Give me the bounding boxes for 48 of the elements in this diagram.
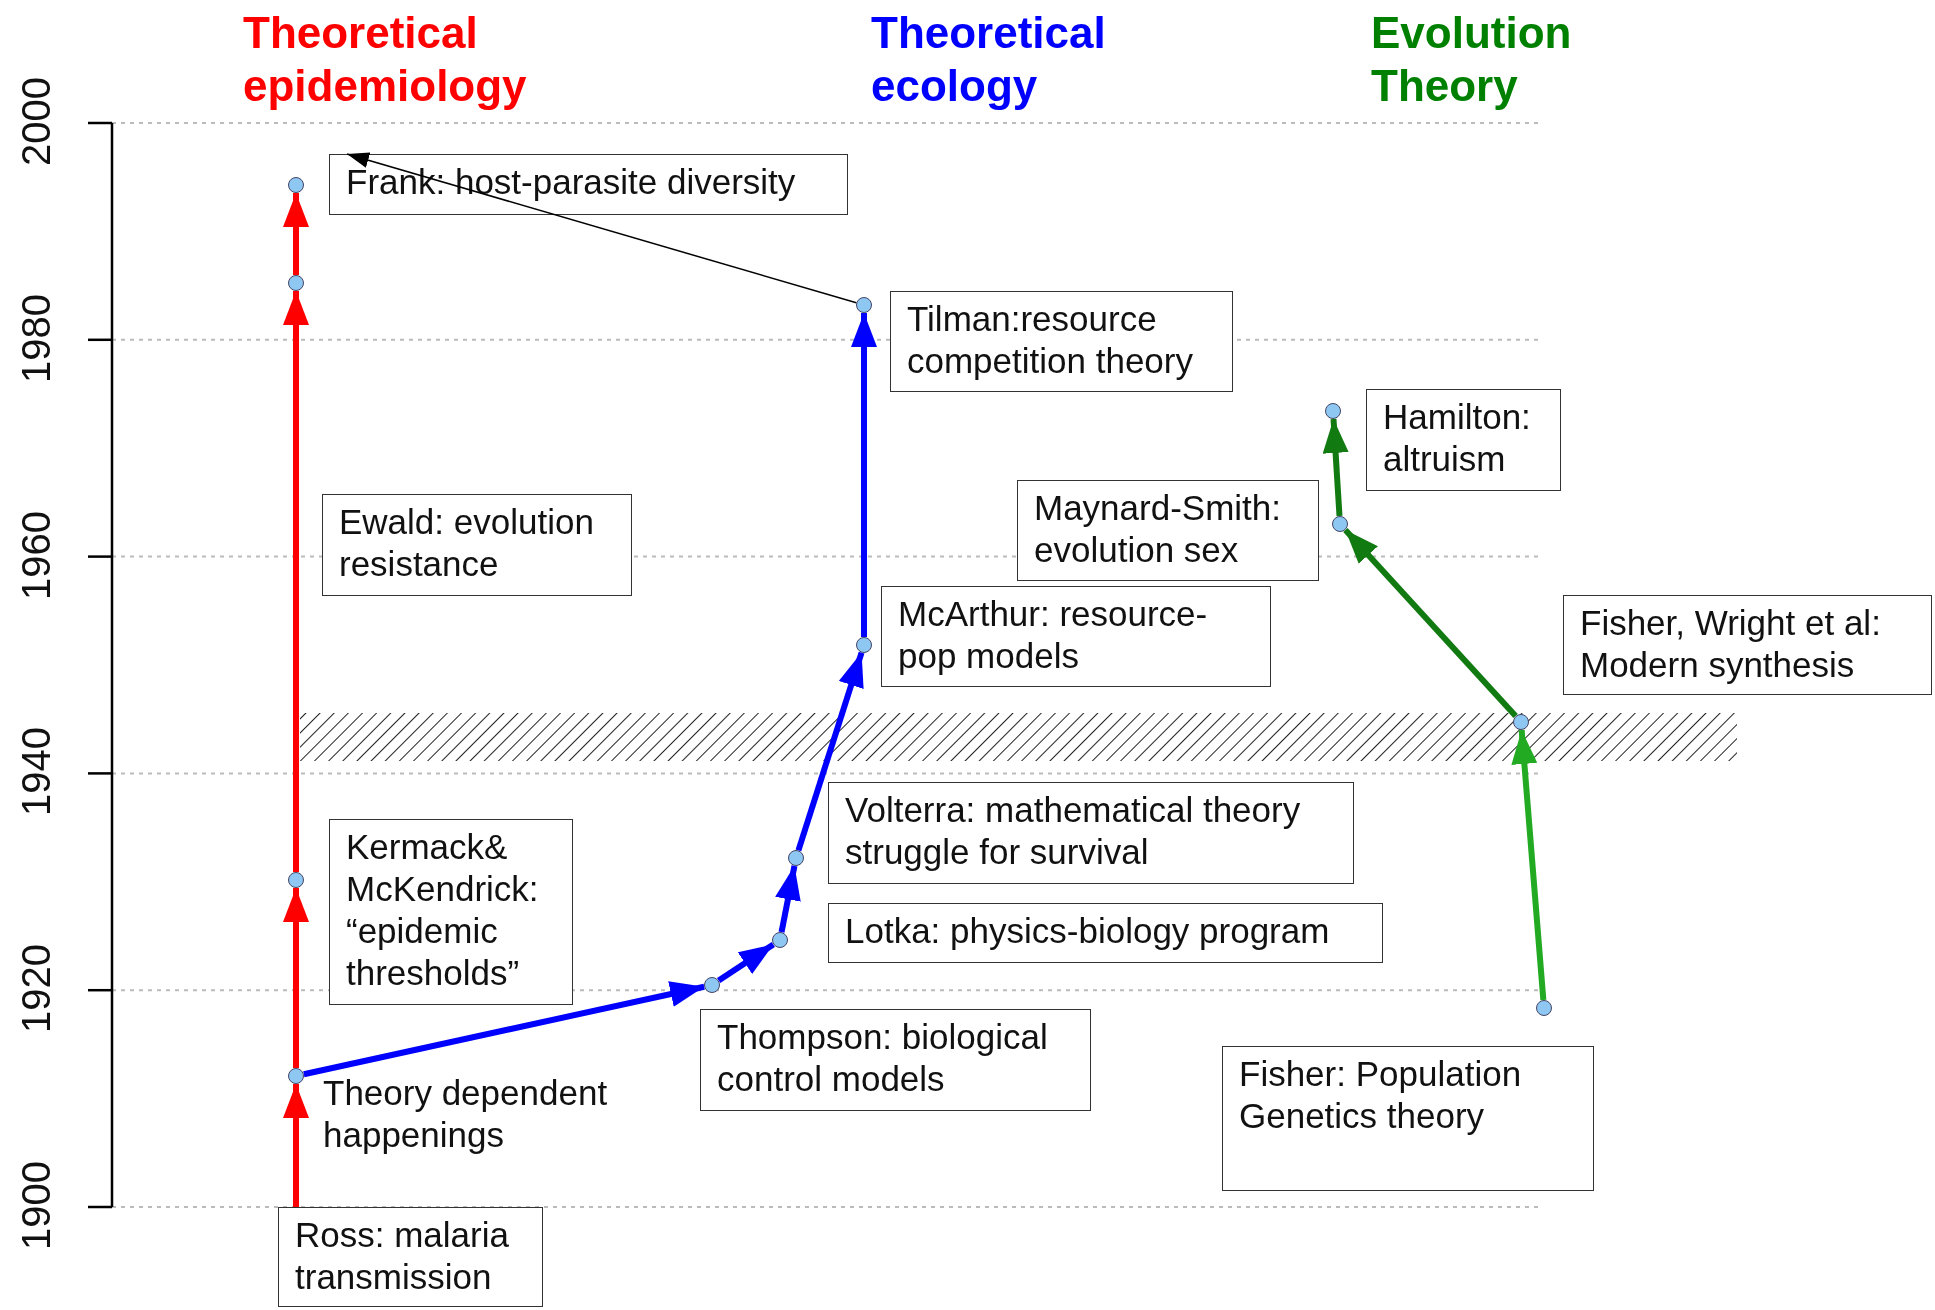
arrow	[717, 941, 775, 984]
event-box: Fisher, Wright et al: Modern synthesis	[1563, 595, 1932, 695]
arrow	[283, 193, 309, 275]
arrow	[851, 313, 877, 637]
arrow	[283, 888, 309, 1068]
event-box: Thompson: biological control models	[700, 1009, 1091, 1111]
event-box: Fisher: Population Genetics theory	[1222, 1046, 1594, 1191]
event-box: Lotka: physics-biology program	[828, 903, 1383, 963]
axis-tick-label: 2000	[13, 76, 59, 168]
event-box: Maynard-Smith: evolution sex	[1017, 480, 1319, 581]
event-box: Frank: host-parasite diversity	[329, 154, 848, 215]
point-marker	[856, 637, 872, 653]
arrow	[346, 152, 858, 304]
arrow	[1343, 527, 1518, 719]
event-box: Tilman:resource competition theory	[890, 291, 1233, 392]
arrow	[795, 651, 865, 852]
arrow	[1322, 418, 1349, 517]
axis-tick-label: 1940	[13, 726, 59, 819]
event-box: Hamilton: altruism	[1366, 389, 1561, 491]
axis-tick-label: 1960	[13, 509, 59, 602]
point-marker	[788, 850, 804, 866]
axis-tick-label: 1980	[13, 292, 59, 385]
point-marker	[1332, 516, 1348, 532]
point-marker	[288, 275, 304, 291]
point-marker	[288, 872, 304, 888]
event-label: Theory dependent happenings	[323, 1072, 609, 1156]
arrow	[283, 291, 309, 872]
event-box: Kermack& McKendrick: “epidemic thresholds”	[329, 819, 573, 1005]
point-marker	[772, 932, 788, 948]
point-marker	[1536, 1000, 1552, 1016]
point-marker	[288, 1068, 304, 1084]
arrow	[303, 981, 705, 1078]
event-box: McArthur: resource-pop models	[881, 586, 1271, 687]
event-box: Ross: malaria transmission	[278, 1207, 543, 1307]
arrow	[283, 1084, 309, 1207]
column-heading: Theoretical ecology	[871, 7, 1107, 112]
event-box: Ewald: evolution resistance	[322, 494, 632, 596]
column-heading: Theoretical epidemiology	[243, 7, 528, 112]
axis-tick-label: 1900	[13, 1160, 59, 1252]
arrow	[775, 865, 801, 933]
point-marker	[856, 297, 872, 313]
axis-tick-label: 1920	[13, 943, 59, 1036]
arrow	[1511, 729, 1547, 1001]
point-marker	[1325, 403, 1341, 419]
point-marker	[288, 177, 304, 193]
point-marker	[704, 977, 720, 993]
event-box: Volterra: mathematical theory struggle for survival	[828, 782, 1354, 884]
column-heading: Evolution Theory	[1371, 7, 1573, 112]
